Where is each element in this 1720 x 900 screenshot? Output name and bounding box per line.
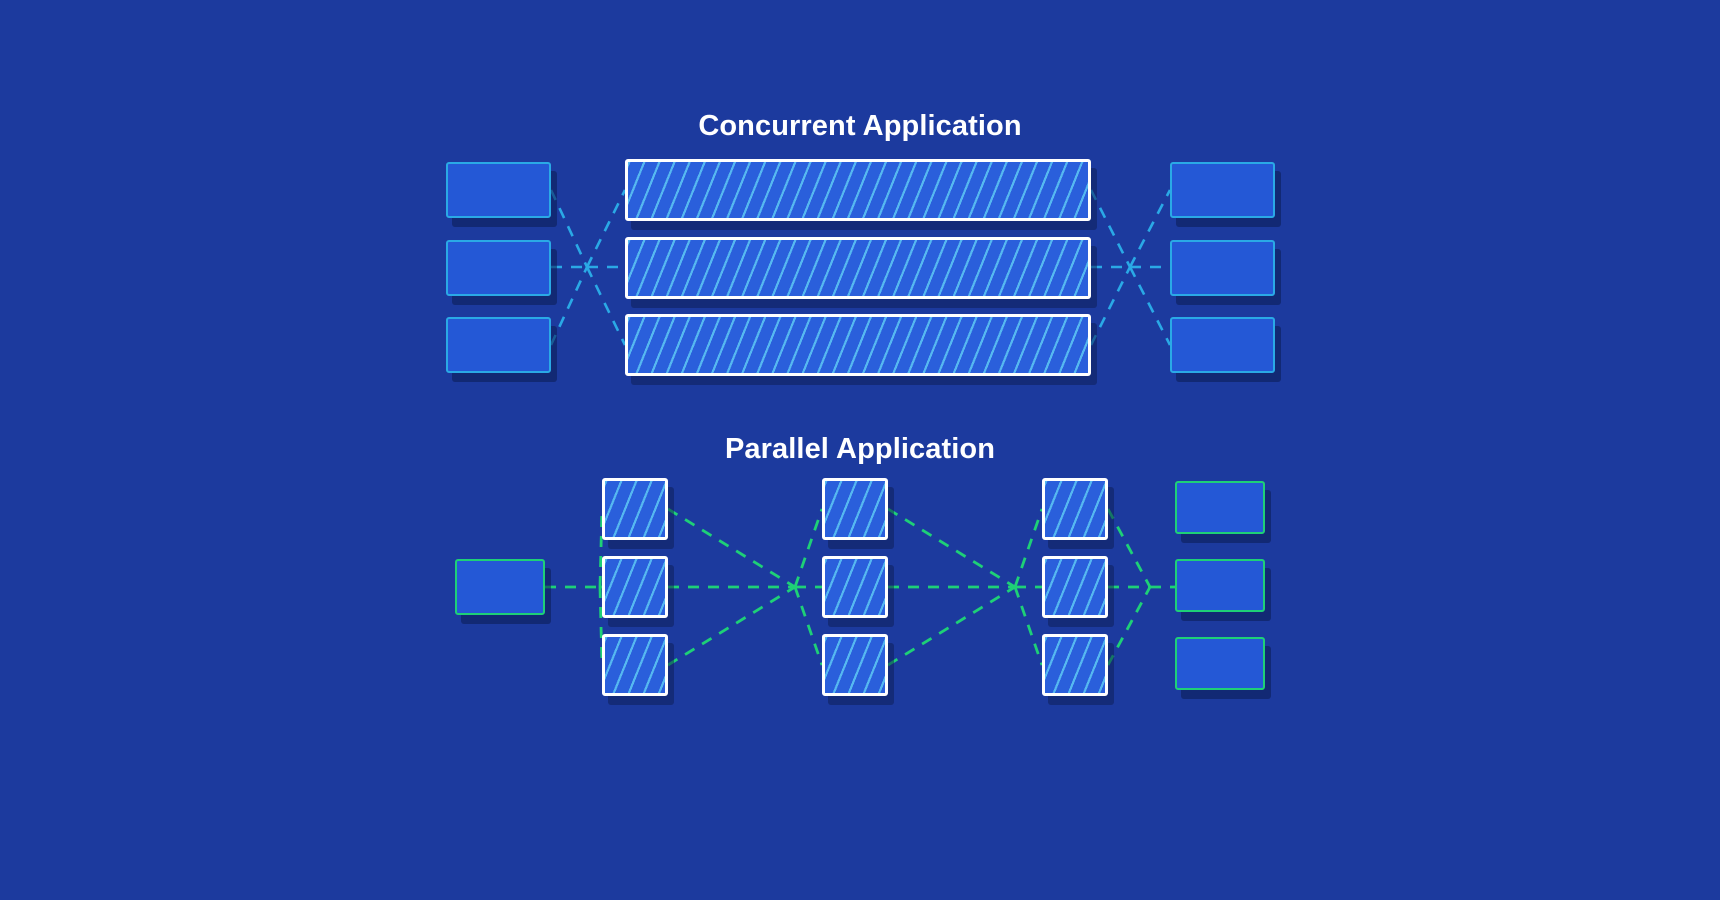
- concurrent-input-3[interactable]: [446, 317, 551, 373]
- section-title-parallel: Parallel Application: [724, 433, 996, 465]
- concurrent-output-2[interactable]: [1170, 240, 1275, 296]
- parallel-stage3-task-3[interactable]: [1042, 634, 1108, 696]
- parallel-stage3-task-2[interactable]: [1042, 556, 1108, 618]
- concurrent-task-3[interactable]: [625, 314, 1091, 376]
- parallel-stage2-task-3[interactable]: [822, 634, 888, 696]
- parallel-input-1[interactable]: [455, 559, 545, 615]
- parallel-stage1-task-1[interactable]: [602, 478, 668, 540]
- parallel-stage2-task-2[interactable]: [822, 556, 888, 618]
- parallel-stage1-task-2[interactable]: [602, 556, 668, 618]
- parallel-output-3[interactable]: [1175, 637, 1265, 690]
- parallel-output-1[interactable]: [1175, 481, 1265, 534]
- concurrent-output-3[interactable]: [1170, 317, 1275, 373]
- parallel-stage2-task-1[interactable]: [822, 478, 888, 540]
- concurrent-output-1[interactable]: [1170, 162, 1275, 218]
- concurrent-task-1[interactable]: [625, 159, 1091, 221]
- parallel-output-2[interactable]: [1175, 559, 1265, 612]
- parallel-stage3-task-1[interactable]: [1042, 478, 1108, 540]
- concurrent-input-1[interactable]: [446, 162, 551, 218]
- section-title-concurrent: Concurrent Application: [698, 110, 1022, 142]
- parallel-stage1-task-3[interactable]: [602, 634, 668, 696]
- concurrent-task-2[interactable]: [625, 237, 1091, 299]
- concurrent-input-2[interactable]: [446, 240, 551, 296]
